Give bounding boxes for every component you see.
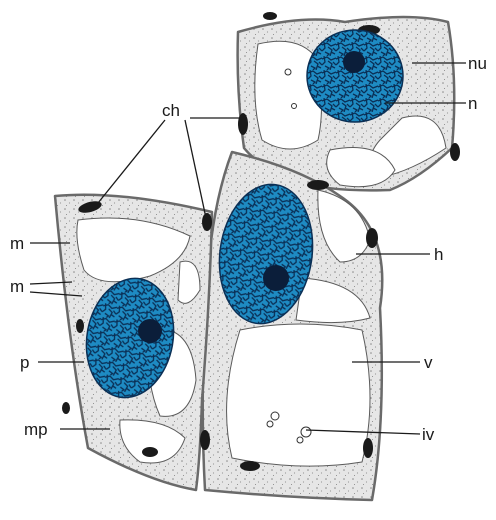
chloroplast	[450, 143, 460, 161]
chloroplast	[202, 213, 212, 231]
label-ch: ch	[162, 101, 180, 120]
chloroplast	[62, 402, 70, 414]
leader-ch-a	[98, 120, 165, 203]
label-iv: iv	[422, 425, 435, 444]
label-p: p	[20, 353, 29, 372]
chloroplast	[240, 461, 260, 471]
nucleolus	[263, 265, 289, 291]
label-n: n	[468, 94, 477, 113]
chloroplast	[142, 447, 158, 457]
nucleolus	[138, 319, 162, 343]
chloroplast	[363, 438, 373, 458]
chloroplast	[366, 228, 378, 248]
label-m-lower: m	[10, 277, 24, 296]
label-m-upper: m	[10, 234, 24, 253]
label-v: v	[424, 353, 433, 372]
chloroplast	[263, 12, 277, 20]
leader-ch-b	[185, 120, 206, 218]
chloroplast	[76, 319, 84, 333]
chloroplast	[307, 180, 329, 190]
chloroplast	[238, 113, 248, 135]
label-mp: mp	[24, 420, 48, 439]
nucleus-top	[307, 30, 403, 122]
label-nu: nu	[468, 54, 487, 73]
label-h: h	[434, 245, 443, 264]
chloroplast	[200, 430, 210, 450]
vacuole	[227, 324, 370, 466]
nucleolus	[343, 51, 365, 73]
